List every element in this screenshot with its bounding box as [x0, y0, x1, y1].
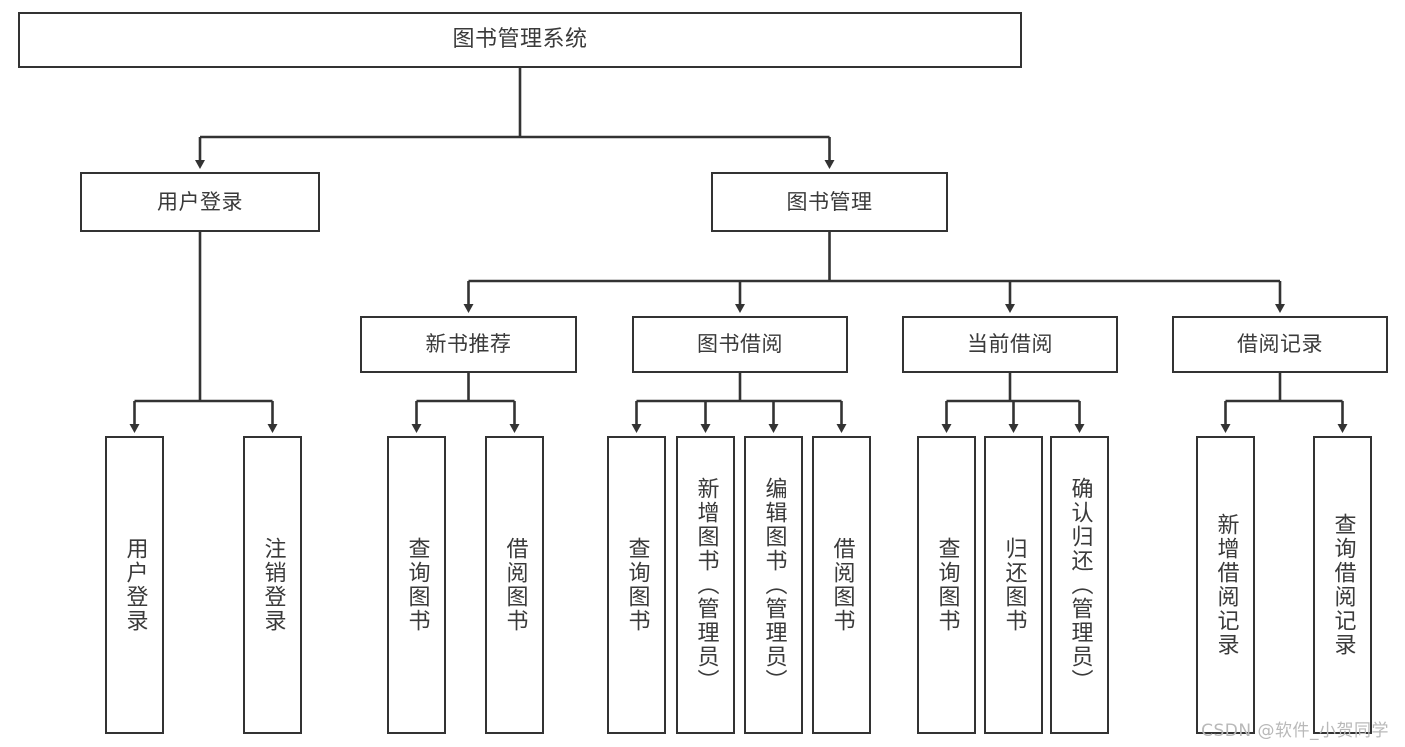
- node-bookmgmt[interactable]: 图书管理: [711, 172, 948, 232]
- node-label: 编辑图书（管理员）: [761, 477, 787, 693]
- node-label: 查询借阅记录: [1330, 513, 1356, 657]
- node-label: 图书管理系统: [452, 27, 588, 53]
- node-leaf-query2[interactable]: 查询图书: [607, 436, 666, 734]
- node-root[interactable]: 图书管理系统: [18, 12, 1022, 68]
- node-login[interactable]: 用户登录: [80, 172, 320, 232]
- node-label: 借阅记录: [1237, 332, 1323, 357]
- node-records[interactable]: 借阅记录: [1172, 316, 1388, 373]
- node-label: 用户登录: [157, 189, 243, 214]
- node-label: 用户登录: [122, 537, 148, 633]
- node-leaf-add[interactable]: 新增图书（管理员）: [676, 436, 735, 734]
- node-current[interactable]: 当前借阅: [902, 316, 1118, 373]
- node-label: 查询图书: [934, 537, 960, 633]
- node-label: 归还图书: [1001, 537, 1027, 633]
- node-borrow[interactable]: 图书借阅: [632, 316, 848, 373]
- node-leaf-borrow2[interactable]: 借阅图书: [812, 436, 871, 734]
- node-leaf-borrow1[interactable]: 借阅图书: [485, 436, 544, 734]
- node-leaf-query3[interactable]: 查询图书: [917, 436, 976, 734]
- node-leaf-queryrec[interactable]: 查询借阅记录: [1313, 436, 1372, 734]
- node-leaf-query1[interactable]: 查询图书: [387, 436, 446, 734]
- node-label: 当前借阅: [967, 332, 1053, 357]
- node-leaf-addrec[interactable]: 新增借阅记录: [1196, 436, 1255, 734]
- node-label: 图书借阅: [697, 332, 783, 357]
- node-label: 查询图书: [404, 537, 430, 633]
- node-label: 图书管理: [786, 189, 873, 214]
- node-label: 新增借阅记录: [1213, 513, 1239, 657]
- node-label: 借阅图书: [829, 537, 855, 633]
- node-leaf-login[interactable]: 用户登录: [105, 436, 164, 734]
- node-label: 查询图书: [624, 537, 650, 633]
- node-label: 借阅图书: [502, 537, 528, 633]
- node-label: 新增图书（管理员）: [693, 477, 719, 693]
- node-label: 确认归还（管理员）: [1067, 477, 1093, 693]
- node-leaf-logout[interactable]: 注销登录: [243, 436, 302, 734]
- node-leaf-return[interactable]: 归还图书: [984, 436, 1043, 734]
- node-label: 注销登录: [260, 537, 286, 633]
- node-leaf-confirm[interactable]: 确认归还（管理员）: [1050, 436, 1109, 734]
- node-newbook[interactable]: 新书推荐: [360, 316, 577, 373]
- node-leaf-edit[interactable]: 编辑图书（管理员）: [744, 436, 803, 734]
- node-label: 新书推荐: [425, 332, 512, 357]
